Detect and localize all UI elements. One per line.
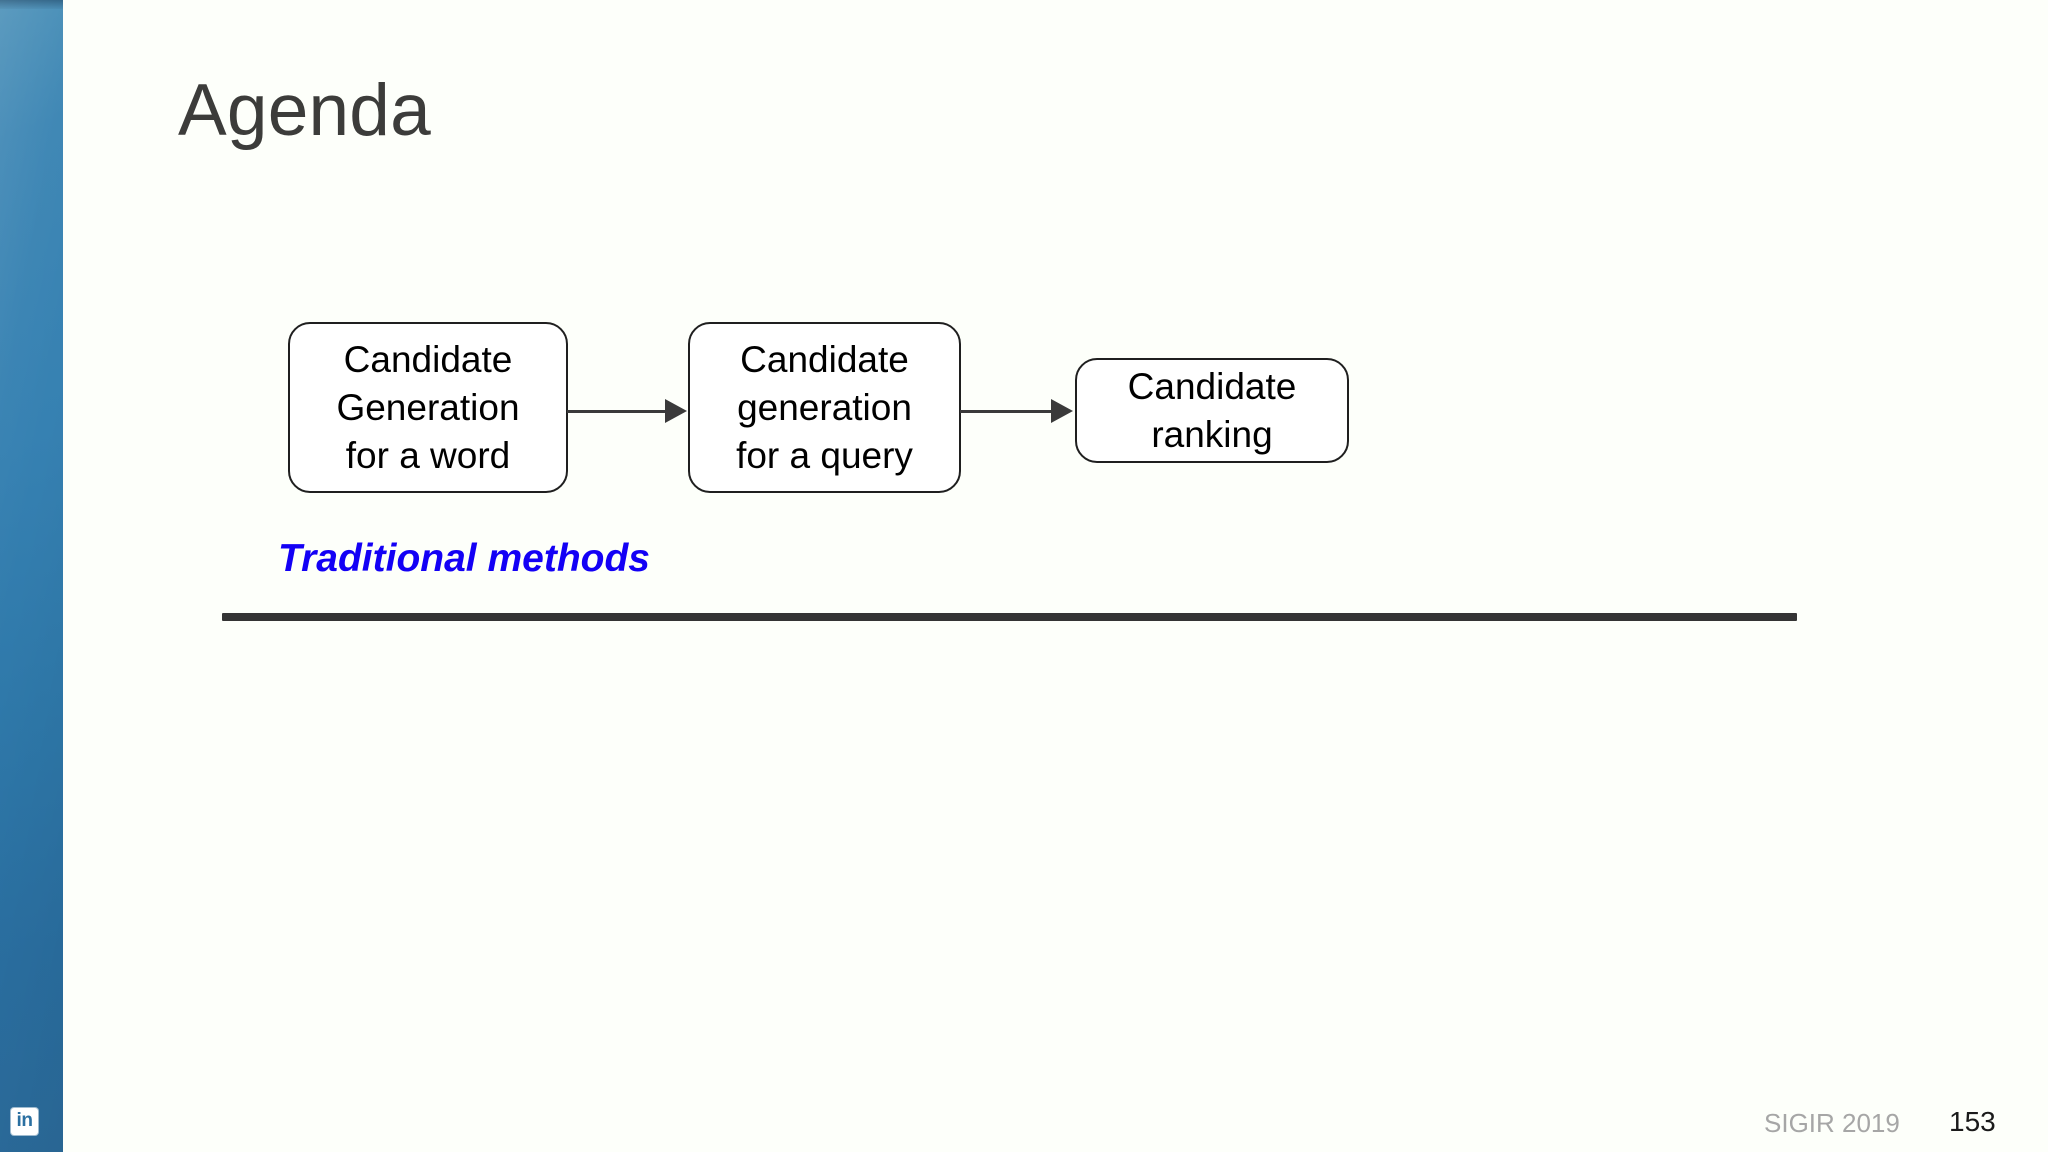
flow-arrow-1-head-icon (665, 399, 687, 423)
section-divider (222, 613, 1797, 621)
flow-node-candidate-ranking[interactable]: Candidate ranking (1075, 358, 1349, 463)
footer-page-number: 153 (1949, 1106, 1996, 1137)
linkedin-icon-label: in (16, 1110, 33, 1131)
diagram-caption: Traditional methods (278, 537, 650, 580)
footer-conference-label: SIGIR 2019 (1764, 1108, 1900, 1138)
flow-arrow-2-head-icon (1051, 399, 1073, 423)
linkedin-icon: in (11, 1108, 38, 1135)
flow-arrow-2-line (960, 410, 1053, 413)
flow-node-candidate-generation-query[interactable]: Candidate generation for a query (688, 322, 961, 493)
flow-node-candidate-generation-word[interactable]: Candidate Generation for a word (288, 322, 568, 493)
sidebar-top-shade (0, 0, 63, 9)
flow-arrow-1-line (567, 410, 667, 413)
page-title: Agenda (178, 70, 431, 151)
